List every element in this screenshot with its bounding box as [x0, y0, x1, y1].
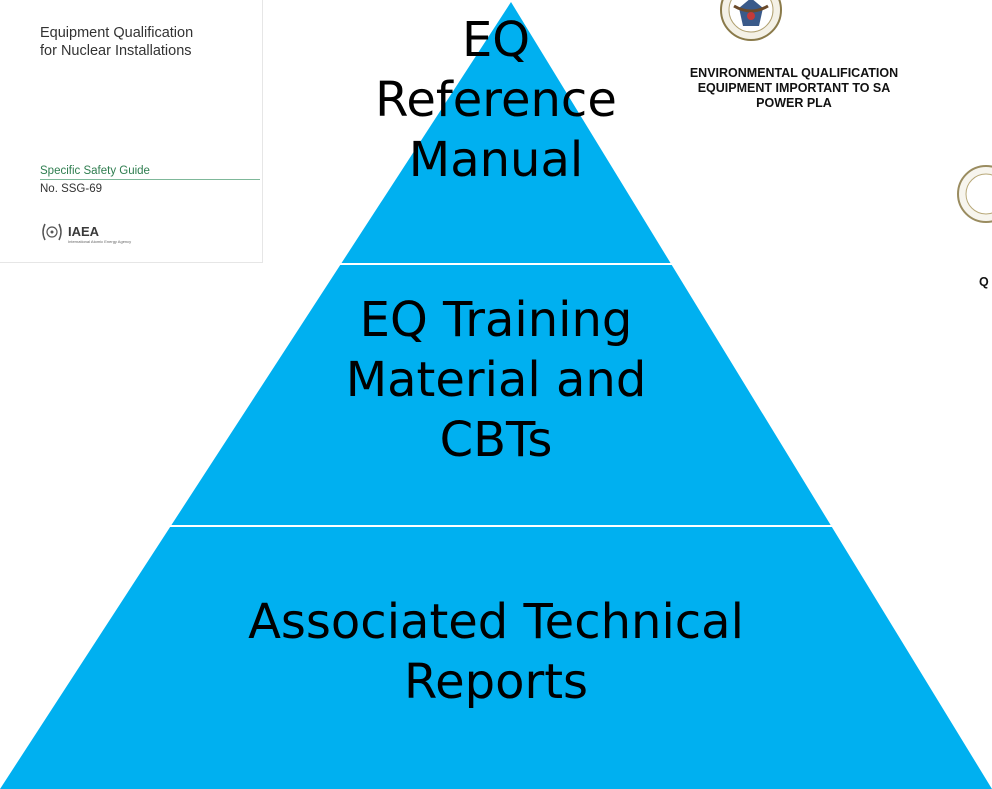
iaea-emblem-icon: [42, 223, 62, 241]
nrc-guide-heading: ENVIRONMENTAL QUALIFICATION EQUIPMENT IM…: [534, 66, 992, 111]
tier-eq-training-material: EQ Training Material and CBTs: [345, 292, 647, 468]
iaea-guide-divider: [40, 179, 260, 180]
iaea-guide-cover: Equipment Qualification for Nuclear Inst…: [0, 0, 263, 263]
iaea-guide-title: Equipment Qualification for Nuclear Inst…: [40, 24, 193, 60]
nrc-heading-line1: ENVIRONMENTAL QUALIFICATION: [689, 66, 899, 80]
tier-eq-reference-manual: EQ Reference Manual: [375, 12, 617, 188]
iaea-publisher-full: International Atomic Energy Agency: [68, 239, 132, 244]
iaea-guide-title-line1: Equipment Qualification: [40, 25, 194, 41]
nrc-heading-line3: POWER PLA: [756, 96, 832, 110]
iaea-guide-title-line2: for Nuclear Installations: [40, 43, 192, 59]
nrc-seal-icon: [720, 0, 782, 41]
iaea-publisher: IAEA: [68, 224, 100, 239]
nrc-partial-text: Q: [979, 275, 989, 289]
tier-associated-technical-reports: Associated Technical Reports: [248, 594, 744, 710]
nrc-guide-cover: ENVIRONMENTAL QUALIFICATION EQUIPMENT IM…: [508, 0, 992, 789]
iaea-guide-series: Specific Safety Guide: [40, 165, 150, 177]
iaea-guide-number: No. SSG-69: [40, 183, 102, 195]
nrc-heading-line2: EQUIPMENT IMPORTANT TO SA: [697, 81, 891, 95]
nrc-seal-secondary-icon: [957, 165, 992, 223]
